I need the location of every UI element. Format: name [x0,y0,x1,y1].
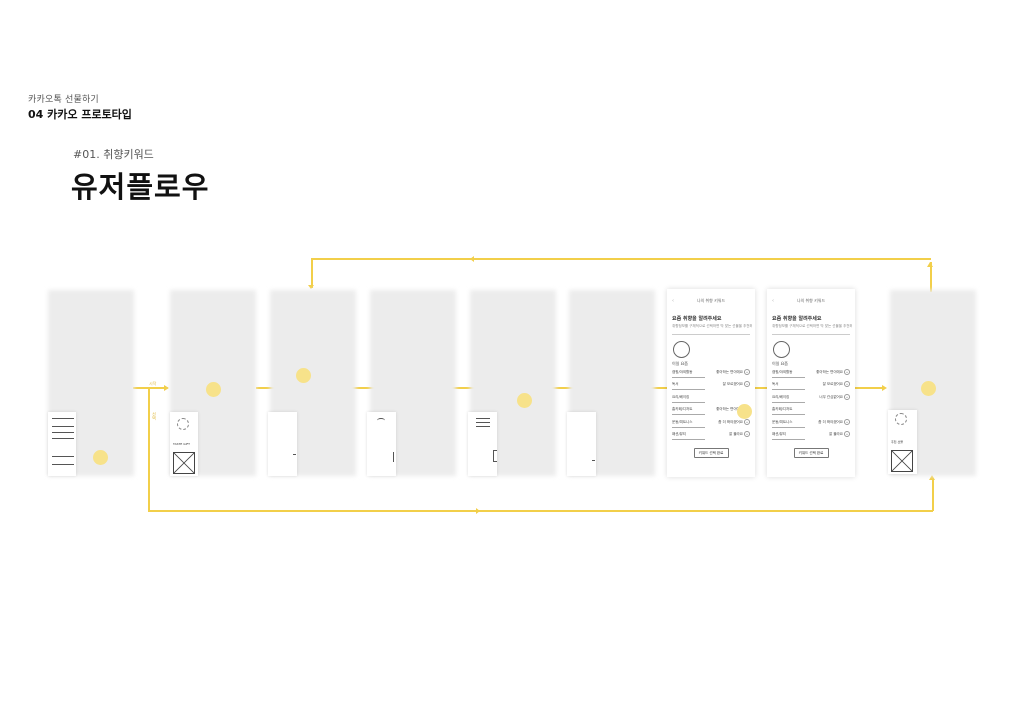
screen-9-result-panel: 추천 선물 [888,410,917,474]
profile-avatar [773,340,790,358]
screen-3-panel [268,412,297,476]
add-icon: + [844,431,850,438]
flow-line-middle-left [133,387,168,389]
flow-line-top-left-vertical [311,258,313,288]
add-icon: + [844,418,850,425]
phone-question-sub: 취향정보를 구체적으로 선택하면 딱 맞는 선물을 추천해드려요 [672,324,752,328]
flow-line-top-right-vertical [930,262,932,292]
flow-label-start: 시작 [149,381,157,386]
tap-indicator [296,368,311,383]
phone-question: 요즘 취향을 알려주세요 [672,316,722,322]
arrow-up-icon [929,475,935,480]
tap-indicator [921,381,936,396]
screen-4-panel [367,412,396,476]
flow-line-bottom-horizontal [148,510,933,512]
tap-indicator [206,382,221,397]
arrow-right-icon [476,508,480,514]
tap-indicator [517,393,532,408]
phone-top-title: 나의 취향 키워드 [696,298,726,303]
screen-6-panel [567,412,596,476]
screen-5-panel [468,412,497,476]
add-icon: + [744,368,750,375]
tap-indicator [93,450,108,465]
keyword-row[interactable]: 홈카페/디저트 [772,407,805,415]
image-placeholder-icon [891,450,913,472]
screen-2-gift-panel: TASTE GIFT [170,412,198,476]
back-icon[interactable]: ‹ [772,298,774,304]
section-code: #01. 취향키워드 [73,148,154,161]
keyword-complete-button[interactable]: 키워드 선택 완료 [793,447,829,458]
profile-avatar [673,340,690,358]
screen-2-label: TASTE GIFT [173,442,190,446]
profile-name: 이일 요즘 [672,360,688,366]
keyword-screen-1: ‹ 나의 취향 키워드 요즘 취향을 알려주세요 취향정보를 구체적으로 선택하… [667,289,755,477]
arrow-down-icon [308,285,314,289]
back-icon[interactable]: ‹ [672,298,674,304]
flow-line-bottom-right-vertical [932,478,934,511]
add-icon: + [844,368,850,375]
add-icon: + [844,381,850,388]
section-title: 유저플로우 [71,170,210,204]
flow-line-bottom-left-vertical [148,388,150,511]
profile-name: 이일 요즘 [772,360,788,366]
image-placeholder-icon [173,452,195,474]
arrow-left-icon [470,256,474,262]
add-icon: + [844,393,850,400]
add-icon: + [744,418,750,425]
screen-1-menu-panel [48,412,76,476]
flow-label-select: 선택 [152,412,157,420]
phone-top-title: 나의 취향 키워드 [796,298,826,303]
project-title: 04 카카오 프로토타입 [28,108,132,121]
keyword-screen-2: ‹ 나의 취향 키워드 요즘 취향을 알려주세요 취향정보를 구체적으로 선택하… [767,289,855,477]
arrow-right-icon [164,385,169,391]
flow-line-top-horizontal [311,258,931,260]
keyword-row[interactable]: 요리/베이킹 [672,394,705,403]
project-subtitle: 카카오톡 선물하기 [28,95,99,105]
screen-9-label: 추천 선물 [891,440,903,444]
keyword-complete-button[interactable]: 키워드 선택 완료 [693,447,729,458]
phone-question: 요즘 취향을 알려주세요 [772,316,822,322]
add-icon: + [744,381,750,388]
phone-question-sub: 취향정보를 구체적으로 선택하면 딱 맞는 선물을 추천해드려요 [772,324,852,328]
add-icon: + [744,431,750,438]
flow-line-middle [256,387,668,389]
arrow-up-icon [927,262,933,267]
tap-indicator [737,404,752,419]
arrow-right-icon [882,385,887,391]
